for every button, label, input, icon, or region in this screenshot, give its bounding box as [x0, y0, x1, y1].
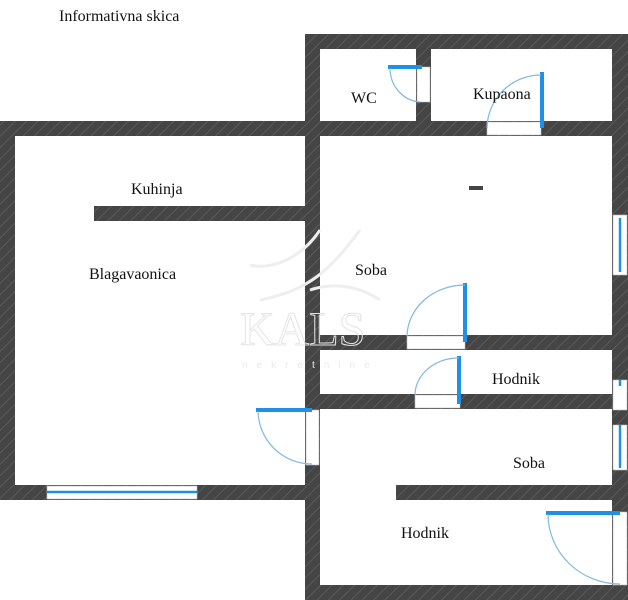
watermark: KALS nekretnine: [240, 229, 381, 371]
room-label-soba: Soba: [355, 262, 387, 279]
door-hodnik: [414, 356, 461, 404]
walls: [0, 34, 628, 600]
windows: [47, 218, 622, 494]
room-label-hodnik: Hodnik: [492, 371, 540, 388]
door-kupaona: [486, 72, 544, 129]
door-wc: [388, 65, 422, 103]
plan-title: Informativna skica: [59, 8, 179, 25]
watermark-tagline: nekretnine: [242, 360, 379, 371]
room-label-kuhinja: Kuhinja: [131, 181, 183, 198]
room-label-hodnik-2: Hodnik: [401, 525, 449, 542]
room-label-kupaona: Kupaona: [473, 86, 531, 103]
room-label-wc: WC: [351, 90, 377, 107]
watermark-brand: KALS: [240, 303, 365, 356]
room-label-blagavaonica: Blagavaonica: [89, 266, 176, 283]
room-label-soba-2: Soba: [513, 455, 545, 472]
door-blagavaonica: [256, 408, 313, 465]
door-soba: [406, 283, 467, 342]
doors: [256, 65, 621, 585]
door-entrance: [546, 511, 621, 585]
